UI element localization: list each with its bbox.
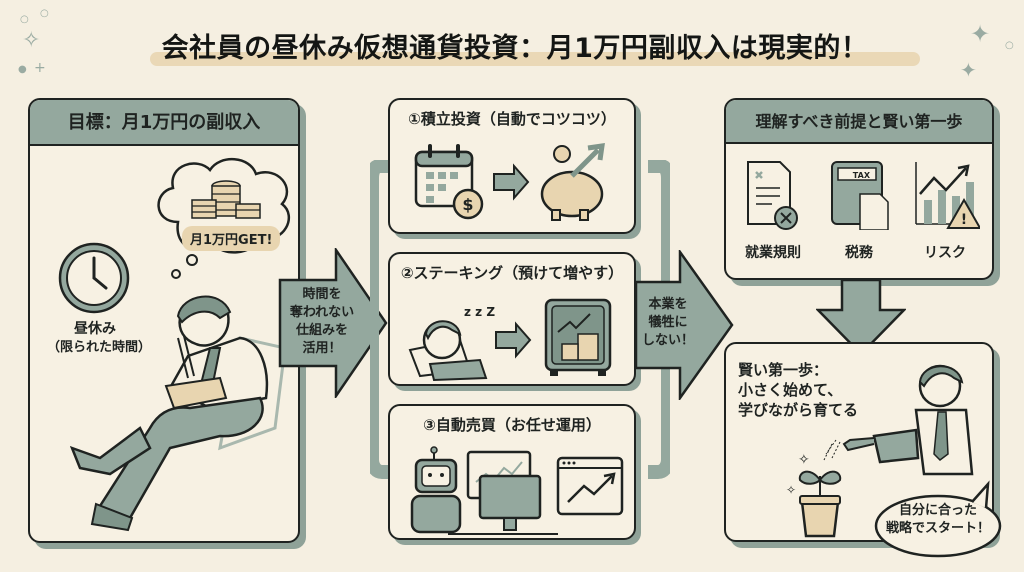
method-panel-3: ③自動売買（お任せ運用） <box>388 404 636 540</box>
arrow-right-line: 本業を <box>648 297 688 312</box>
office-worker-eating-illustration <box>70 295 287 532</box>
svg-text:$: $ <box>462 195 473 214</box>
arrow-right-line: しない！ <box>641 333 694 348</box>
method-3-illustration <box>410 446 624 535</box>
chart-window-icon <box>556 456 624 516</box>
sprout-pot-icon <box>798 470 842 538</box>
method-panel-1: ①積立投資（自動でコツコツ） $ <box>388 98 636 234</box>
arrow-left-line: 奪われない <box>289 305 355 320</box>
risk-chart-warning-icon: ! <box>915 162 980 229</box>
speech-line: 戦略でスタート！ <box>885 521 990 536</box>
arrow-left-line: 仕組みを <box>295 323 348 338</box>
clock-sublabel: （限られた時間） <box>46 340 151 355</box>
zzz-icon: z z Z <box>464 305 495 319</box>
method-title: ②ステーキング（預けて増やす） <box>400 264 624 282</box>
sleeping-person-icon <box>408 320 488 382</box>
clock-icon <box>58 242 130 314</box>
arrow-right-big <box>278 248 388 398</box>
svg-text:TAX: TAX <box>853 171 871 180</box>
title-highlight <box>150 52 920 66</box>
speech-bubble <box>874 480 1002 558</box>
piggy-bank-icon <box>540 145 604 221</box>
method-panel-2: ②ステーキング（預けて増やす） z z Z <box>388 252 636 386</box>
sparkle-icon: ✦ <box>970 20 991 48</box>
premise-panel-header: 理解すべき前提と賢い第一歩 <box>726 100 992 144</box>
arrow-right-big-2 <box>636 250 734 400</box>
watering-plant-illustration: ✧ ✧ <box>786 364 974 538</box>
page-title: 会社員の昼休み仮想通貨投資：月1万円副収入は現実的！ <box>161 33 869 64</box>
premise-panel: 理解すべき前提と賢い第一歩 TAX ! 就業規則 税務 <box>724 98 994 280</box>
svg-text:!: ! <box>961 212 967 228</box>
goal-badge: 月1万円GET! <box>182 226 281 251</box>
sparkle-icon: ○ <box>20 14 29 25</box>
water-drops-icon <box>823 439 841 461</box>
coin-dollar-icon: $ <box>452 188 484 220</box>
step-line: 学びながら育てる <box>738 401 859 419</box>
premise-label-risk: リスク <box>924 245 966 261</box>
thought-bubble <box>157 157 290 266</box>
sparkle-icon: ○ <box>40 8 49 19</box>
sparkle-icon: + <box>34 60 46 76</box>
premise-label-rules: 就業規則 <box>745 245 801 261</box>
method-title: ③自動売買（お任せ運用） <box>423 416 601 434</box>
sparkle-icon: ○ <box>1005 40 1014 51</box>
growth-arrow-icon <box>570 143 605 178</box>
premise-label-tax: 税務 <box>845 245 873 261</box>
speech-line: 自分に合った <box>898 503 977 518</box>
step-line: 小さく始めて、 <box>738 381 843 399</box>
arrow-down-big <box>816 280 906 356</box>
premise-icons: TAX ! <box>747 161 980 230</box>
title-banner: 会社員の昼休み仮想通貨投資：月1万円副収入は現実的！ <box>100 24 930 68</box>
arrow-right-icon <box>495 321 532 359</box>
sparkle-icon: ✧ <box>786 483 796 497</box>
arrow-left-text: 時間を 奪われない 仕組みを 活用！ <box>282 286 362 358</box>
arrow-right-line: 犠牲に <box>648 315 688 330</box>
speech-text: 自分に合った 戦略でスタート！ <box>882 502 994 538</box>
sparkle-icon: ✧ <box>22 28 41 53</box>
coin-stack-icon <box>191 180 261 219</box>
tax-calculator-icon: TAX <box>831 161 889 230</box>
method-2-illustration: z z Z <box>408 298 612 382</box>
document-rejected-icon <box>747 161 798 230</box>
sparkle-icon: ✧ <box>798 452 810 468</box>
method-title: ①積立投資（自動でコツコツ） <box>408 110 616 128</box>
step-line: 賢い第一歩： <box>738 361 829 379</box>
arrow-left-line: 活用！ <box>302 341 342 356</box>
arrow-right-text: 本業を 犠牲に しない！ <box>638 296 698 350</box>
safe-coins-icon <box>544 298 612 376</box>
watering-can-icon <box>842 428 920 464</box>
goal-panel-header: 目標：月1万円の副収入 <box>30 100 298 146</box>
person-watering-icon <box>914 364 974 476</box>
sparkle-icon: ✦ <box>960 58 977 82</box>
goal-panel: 目標：月1万円の副収入 月1万円GET! 昼休み （限られた時間） <box>28 98 300 543</box>
method-1-illustration: $ <box>414 143 605 221</box>
clock-label: 昼休み <box>74 321 116 337</box>
sparkle-icon: ● <box>18 64 27 75</box>
computer-monitor-icon <box>448 450 558 535</box>
arrow-right-icon <box>493 163 530 201</box>
step-text: 賢い第一歩： 小さく始めて、 学びながら育てる <box>738 360 858 420</box>
robot-icon <box>410 446 462 534</box>
thought-dot <box>171 269 181 279</box>
arrow-left-line: 時間を <box>302 287 342 302</box>
